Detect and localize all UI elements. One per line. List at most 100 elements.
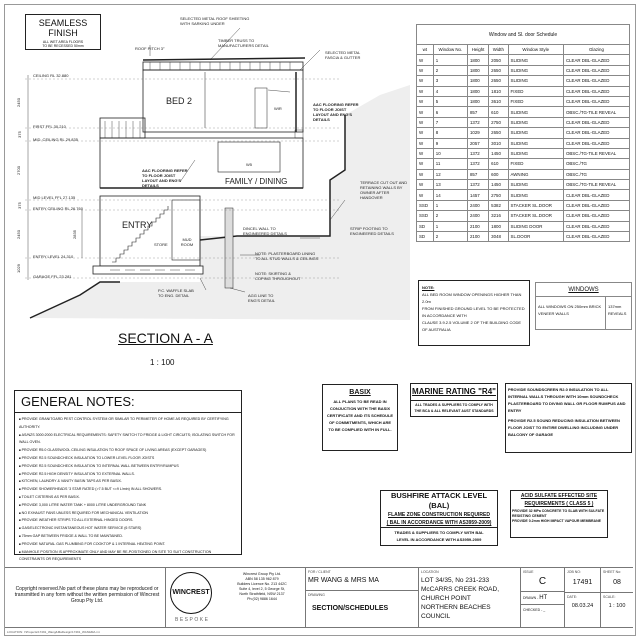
basix-text: ALL PLANS TO BE READ IN CONJUCTION WITH … (326, 399, 394, 432)
schedule-cell: 2750 (488, 189, 509, 201)
note-plasterboard: NOTE: PLASTERBOARD LINING TO ALL STUD WA… (255, 251, 319, 261)
schedule-cell: 2057 (466, 137, 490, 149)
schedule-header-cell: Window No. (432, 43, 468, 56)
note-fascia: SELECTED METAL FASCIA & GUTTER (325, 50, 361, 60)
issue-label: ISSUE (523, 570, 534, 574)
level-first-ffl: FIRST FFL 30.210 (33, 124, 66, 129)
schedule-cell: CLEAR DBL-GLAZED (562, 116, 631, 129)
general-note-item: NO EXHAUST FANS UNLESS REQUIRED FOR MECH… (19, 510, 237, 518)
schedule-cell: 2650 (488, 75, 509, 87)
company-details: Wincrest Group Pty Ltd. ABN 58 135 962 8… (222, 572, 302, 602)
schedule-cell: CLEAR DBL-GLAZED (562, 127, 631, 139)
schedule-cell: 1810 (488, 85, 509, 97)
company-line: North Strathfield, NSW 2137 (239, 592, 285, 596)
schedule-cell: 1372 (466, 147, 490, 160)
acid-sulfate-box: ACID SULFATE EFFECTED SITE REQUIREMENTS … (510, 490, 608, 538)
general-note-item: PROVIDE GRANITGARD PEST CONTROL SYSTEM O… (19, 416, 237, 432)
schedule-cell: CLEAR DBL-GLAZED (562, 199, 631, 212)
dim-2835: 2835 (71, 230, 77, 239)
soundscreen-box: PROVIDE SOUNDSCREEN R2.0 INSULATION TO A… (505, 383, 632, 453)
schedule-cell: 12 (432, 168, 468, 181)
job-cell: JOB NO: 17491 DATE: 08.03.24 (564, 568, 600, 628)
note-line: FROM FINISHED GROUND LEVEL TO BE PROTECT… (422, 306, 525, 311)
schedule-cell: OBSC./TG (562, 158, 631, 170)
general-note-item: PROVIDE R2.5 SOUNDCHECK INSULATION TO IN… (19, 463, 237, 471)
schedule-cell: 1450 (488, 179, 509, 191)
general-note-item: PROVIDE NATURAL GAS PLUMBING FOR COOKTOP… (19, 541, 237, 549)
general-note-item: MANHOLE POSITION IS APPROXIMATE ONLY AND… (19, 549, 237, 565)
bedroom-window-note: NOTE: ALL BED ROOM WINDOW OPENINGS HIGHE… (418, 280, 530, 346)
schedule-cell: SLIDING (507, 137, 564, 149)
drawn-row: DRAWN - HT (521, 591, 564, 604)
level-mid-ffl: MID LEVEL FFL 27.135 (33, 195, 76, 200)
schedule-cell: OBSC./TG-TILE REVEAL (562, 179, 631, 191)
bushfire-title: BUSHFIRE ATTACK LEVEL (BAL) (390, 491, 488, 510)
drawn-value: HT (539, 595, 548, 601)
drawing-label: DRAWING (308, 593, 325, 597)
level-mid-ceiling: MID. CEILING RL 29.835 (33, 137, 78, 142)
company-line: Suite 4, level 2, 5 George St, (239, 587, 285, 591)
general-note-item: PROVIDE R2.5 SOUNDCHECK INSULATION TO LO… (19, 455, 237, 463)
schedule-cell: AWNING (507, 168, 564, 181)
note-skirting: NOTE: SKIRTING & COPING THROUGHOUT (255, 271, 301, 281)
schedule-cell: 610 (488, 158, 509, 170)
schedule-cell: W (416, 95, 434, 108)
location-line: CHURCH POINT (421, 595, 471, 602)
note-timber-truss: TIMBER TRUSS TO MANUFACTURERS DETAIL (218, 38, 269, 48)
checked-row: CHECKED - _ (521, 604, 564, 615)
schedule-cell: W (416, 116, 434, 129)
schedule-cell: 1800 (466, 95, 490, 108)
schedule-cell: FIXED (507, 158, 564, 170)
note-terrace: TERRACE CUT OUT AND RETAINING WALLS BY O… (360, 180, 408, 200)
schedule-header-cell: Window Style (507, 43, 564, 56)
drawn-label: DRAWN - (523, 596, 539, 600)
schedule-cell: CLEAR DBL-GLAZED (562, 220, 631, 233)
schedule-cell: 1 (432, 220, 468, 233)
schedule-cell: 2 (432, 64, 468, 77)
schedule-cell: SLIDING (507, 64, 564, 77)
note-line: CLAUSE 3.9.2.5 VOLUME 2 OF THE BUILDING … (422, 320, 522, 325)
schedule-cell: W (416, 54, 434, 66)
schedule-cell: SD (416, 231, 434, 243)
general-note-item: PROVIDE WEATHER STRIPS TO ALL EXTERNAL H… (19, 517, 237, 525)
section-drawing (25, 27, 410, 320)
section-title: SECTION A - A (118, 330, 213, 346)
note-roof-sheeting: SELECTED METAL ROOF SHEETING WITH SARKIN… (180, 16, 250, 26)
schedule-cell: 2100 (466, 220, 490, 233)
schedule-cell: 1800 (466, 64, 490, 77)
schedule-cell: 857 (466, 168, 490, 181)
schedule-cell: FIXED (507, 85, 564, 97)
schedule-cell: 857 (466, 106, 490, 118)
schedule-cell: W (416, 179, 434, 191)
schedule-cell: SLIDING (507, 75, 564, 87)
wincrest-logo: WINCREST (170, 572, 212, 614)
schedule-cell: SL.DOOR (507, 231, 564, 243)
schedule-cell: W (416, 127, 434, 139)
schedule-cell: 1450 (488, 147, 509, 160)
schedule-cell: 3 (432, 75, 468, 87)
note-line: ALL BED ROOM WINDOW OPENINGS HIGHER THAN… (422, 292, 522, 304)
schedule-cell: FIXED (507, 95, 564, 108)
schedule-cell: 5 (432, 95, 468, 108)
schedule-cell: CLEAR DBL-GLAZED (562, 189, 631, 201)
schedule-cell: 7 (432, 116, 468, 129)
issue-value: C (538, 576, 547, 587)
schedule-cell: W (416, 147, 434, 160)
scale-value: 1 : 100 (608, 603, 626, 609)
schedule-header-cell: Glazing (562, 43, 631, 56)
note-line: OF AUSTRALIA (422, 327, 451, 332)
room-bed2: BED 2 (166, 96, 193, 106)
level-entry: ENTRY LEVEL 24.310 (33, 254, 74, 259)
schedule-cell: 13 (432, 179, 468, 191)
note-roof-pitch: ROOF PITCH 3° (135, 46, 165, 51)
schedule-cell: 3010 (488, 137, 509, 149)
client-label: FOR / CLIENT (308, 570, 331, 574)
schedule-cell: W (416, 75, 434, 87)
schedule-cell: 2050 (488, 54, 509, 66)
